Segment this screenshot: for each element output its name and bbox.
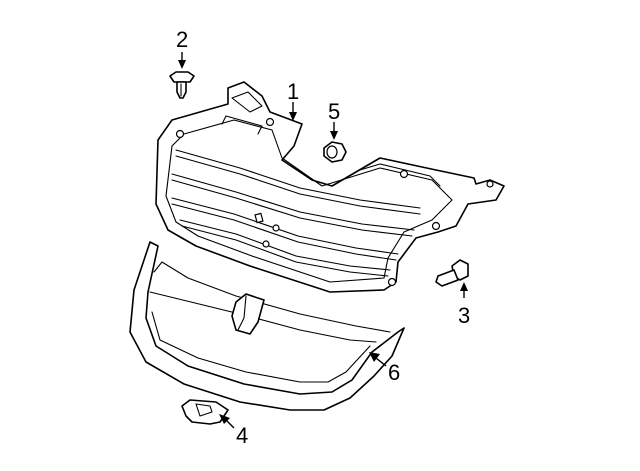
grille-assembly	[155, 81, 505, 293]
callout-3: 3	[458, 303, 470, 328]
callout-2: 2	[176, 27, 188, 52]
push-pin-fastener	[169, 71, 195, 99]
callout-leaders	[178, 52, 468, 429]
callout-1: 1	[287, 79, 299, 104]
bowtie-emblem	[181, 399, 229, 425]
callout-5: 5	[328, 99, 340, 124]
grille-molding	[129, 241, 405, 411]
callout-4: 4	[236, 423, 248, 448]
nut-fastener	[323, 141, 347, 163]
retainer-clip	[435, 259, 469, 287]
callout-6: 6	[388, 360, 400, 385]
